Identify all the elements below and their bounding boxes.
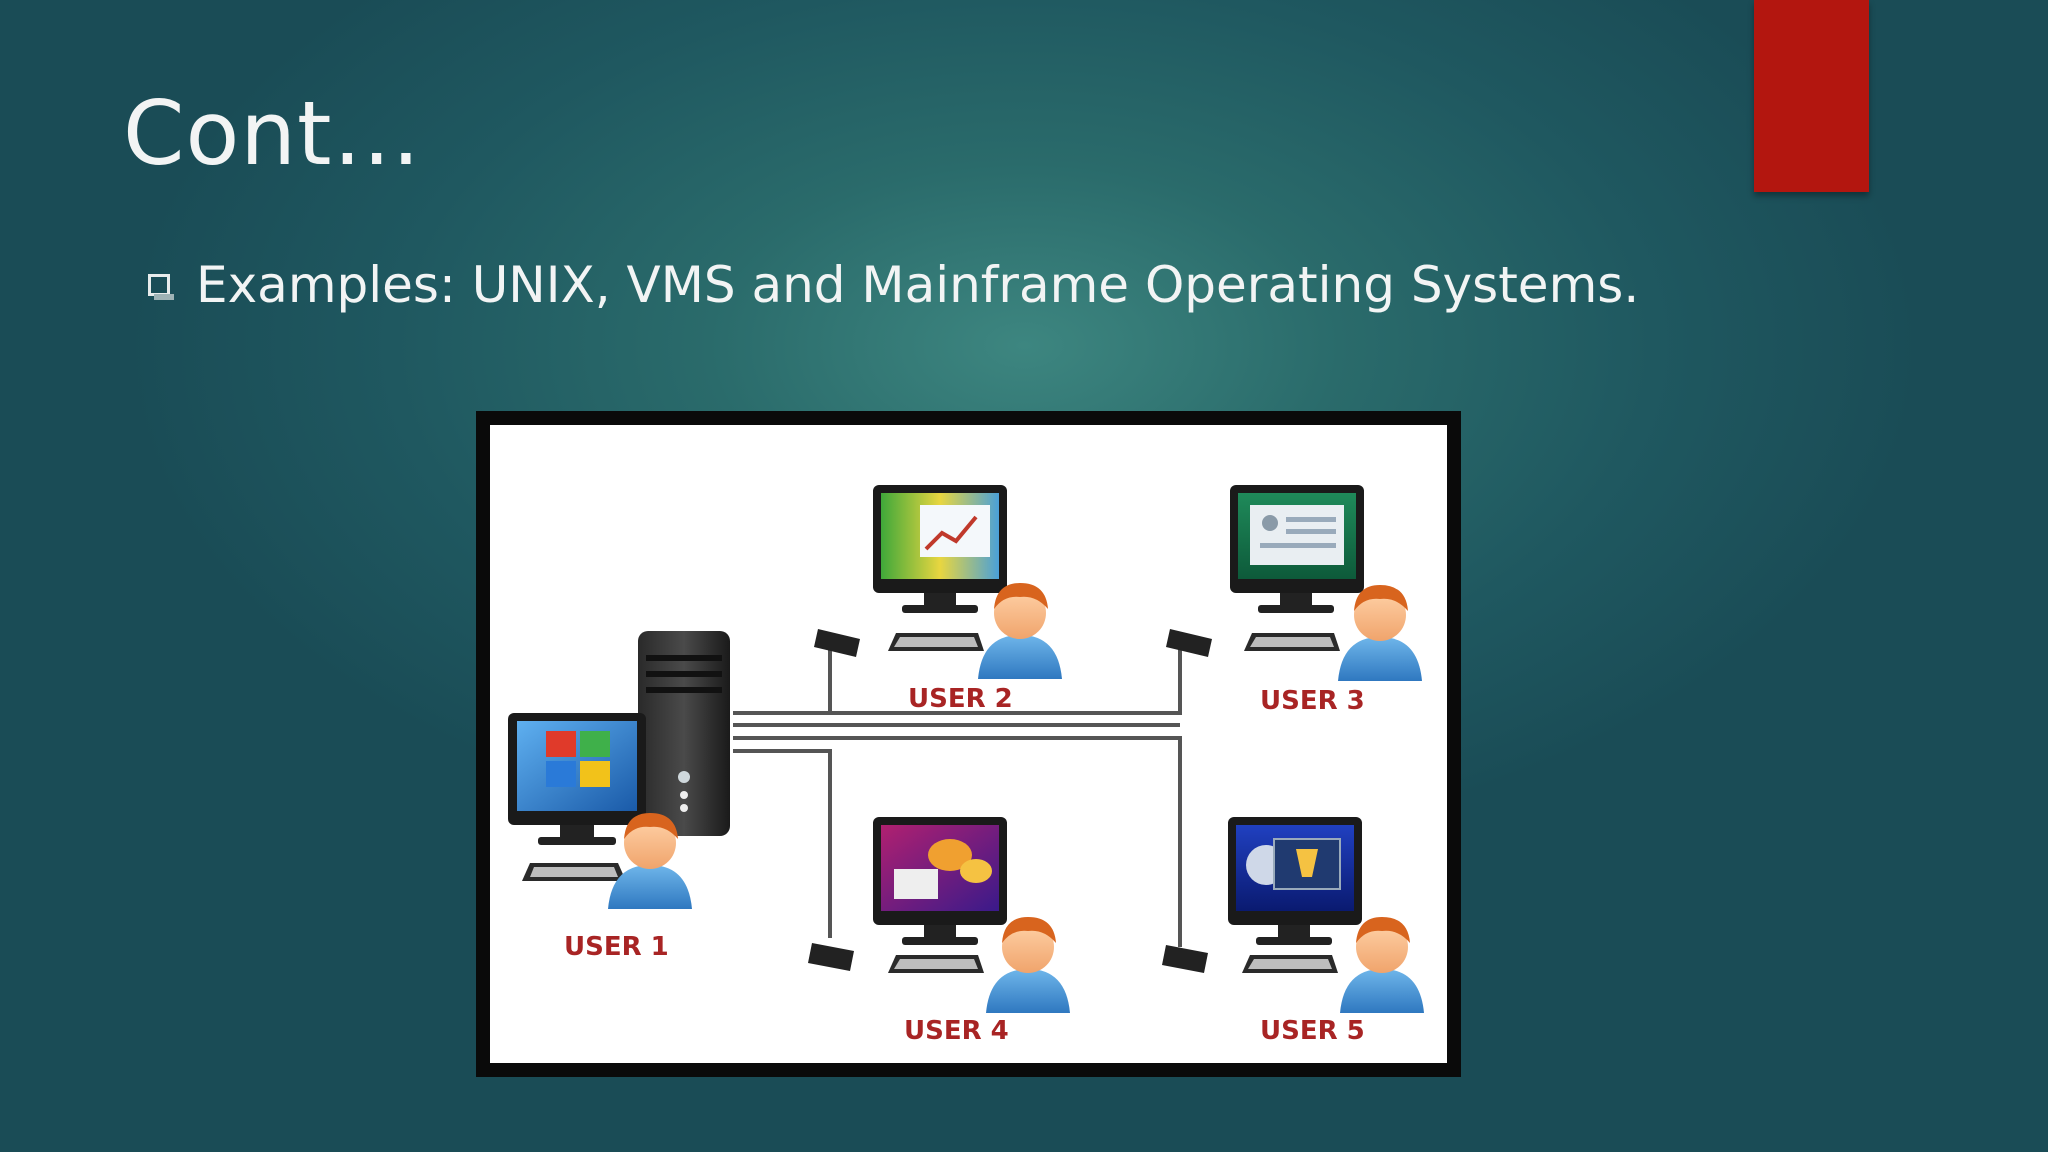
keyboard-icon: [1244, 633, 1340, 651]
user-label-2: USER 2: [908, 684, 1013, 714]
workstation-user-5: USER 5: [1162, 817, 1424, 1046]
user-label-4: USER 4: [904, 1016, 1009, 1046]
user-label-1: USER 1: [564, 932, 669, 962]
slide-title: Cont…: [123, 82, 422, 185]
user-label-5: USER 5: [1260, 1016, 1365, 1046]
workstation-user-2: USER 2: [814, 485, 1062, 714]
keyboard-icon: [888, 633, 984, 651]
keyboard-icon: [522, 863, 626, 881]
user-label-3: USER 3: [1260, 686, 1365, 716]
user-avatar-icon: [1340, 917, 1424, 1013]
monitor-icon: [873, 817, 1007, 945]
server-tower-icon: [638, 631, 730, 836]
user-avatar-icon: [608, 813, 692, 909]
monitor-icon: [873, 485, 1007, 613]
bullet-text: Examples: UNIX, VMS and Mainframe Operat…: [196, 256, 1640, 314]
workstation-user-4: USER 4: [808, 817, 1070, 1046]
workstation-user-3: USER 3: [1166, 485, 1422, 716]
keyboard-icon: [888, 955, 984, 973]
mouse-icon: [1162, 945, 1208, 973]
mouse-icon: [808, 943, 854, 971]
monitor-icon: [1228, 817, 1362, 945]
time-sharing-diagram: USER 1: [490, 425, 1447, 1063]
user-avatar-icon: [986, 917, 1070, 1013]
diagram-frame: USER 1: [476, 411, 1461, 1077]
checkbox-bullet-icon: [148, 274, 174, 300]
network-lines: [733, 642, 1182, 947]
bullet-item: Examples: UNIX, VMS and Mainframe Operat…: [148, 256, 1639, 314]
accent-bar: [1754, 0, 1869, 192]
user-avatar-icon: [1338, 585, 1422, 681]
monitor-icon: [508, 713, 646, 845]
user-avatar-icon: [978, 583, 1062, 679]
workstation-user-1: USER 1: [508, 713, 692, 962]
mouse-icon: [1166, 629, 1212, 657]
keyboard-icon: [1242, 955, 1338, 973]
mouse-icon: [814, 629, 860, 657]
monitor-icon: [1230, 485, 1364, 613]
